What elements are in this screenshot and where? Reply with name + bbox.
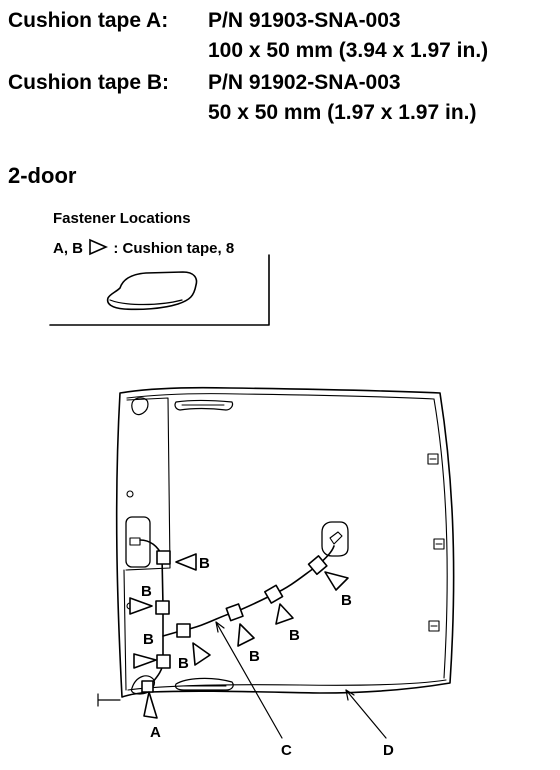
callout-a: A (150, 724, 161, 741)
headliner-outline (115, 386, 455, 698)
tape-b-marker-2 (129, 597, 153, 615)
callout-b-4: B (178, 655, 189, 672)
spec-b-part-number: P/N 91902-SNA-003 (208, 71, 401, 94)
sunvisor-cutout-top (174, 399, 234, 411)
tape-b-marker-5 (237, 623, 255, 647)
tape-a-marker (143, 691, 158, 719)
tape-b-marker-7 (324, 571, 349, 591)
callout-b-3: B (143, 631, 154, 648)
tape-b-marker-4 (192, 642, 211, 666)
spec-a-size: 100 x 50 mm (3.94 x 1.97 in.) (208, 39, 489, 62)
clip-right-2 (433, 538, 445, 550)
legend-description: A, B : Cushion tape, 8 (53, 238, 234, 257)
tape-b-marker-3 (133, 653, 157, 669)
callout-b-1: B (199, 555, 210, 572)
leader-c (215, 621, 283, 739)
callout-b-7: B (341, 592, 352, 609)
assist-grip-mount (131, 397, 149, 416)
spec-a-part-number: P/N 91903-SNA-003 (208, 9, 401, 32)
legend-prefix: A, B (53, 240, 83, 257)
clip-right-1 (427, 453, 439, 465)
clip-right-3 (428, 620, 440, 632)
tape-b-marker-1 (175, 553, 197, 571)
callout-d: D (383, 742, 394, 759)
sunvisor-cutout-bottom (174, 677, 234, 691)
leader-d (345, 689, 387, 739)
section-title: 2-door (8, 163, 77, 188)
dome-light (321, 521, 349, 557)
callout-b-2: B (141, 583, 152, 600)
spec-b-size: 50 x 50 mm (1.97 x 1.97 in.) (208, 101, 477, 124)
callout-b-5: B (249, 648, 260, 665)
callout-b-6: B (289, 627, 300, 644)
spec-b-label: Cushion tape B: (8, 71, 169, 94)
tape-b-marker-6 (275, 603, 294, 625)
legend-title: Fastener Locations (53, 210, 191, 227)
callout-c: C (281, 742, 292, 759)
cushion-tape-pad (106, 271, 198, 311)
legend-text: : Cushion tape, 8 (113, 240, 235, 257)
spec-a-label: Cushion tape A: (8, 9, 169, 32)
triangle-pointer-icon (89, 238, 109, 256)
legend-frame (49, 254, 270, 326)
